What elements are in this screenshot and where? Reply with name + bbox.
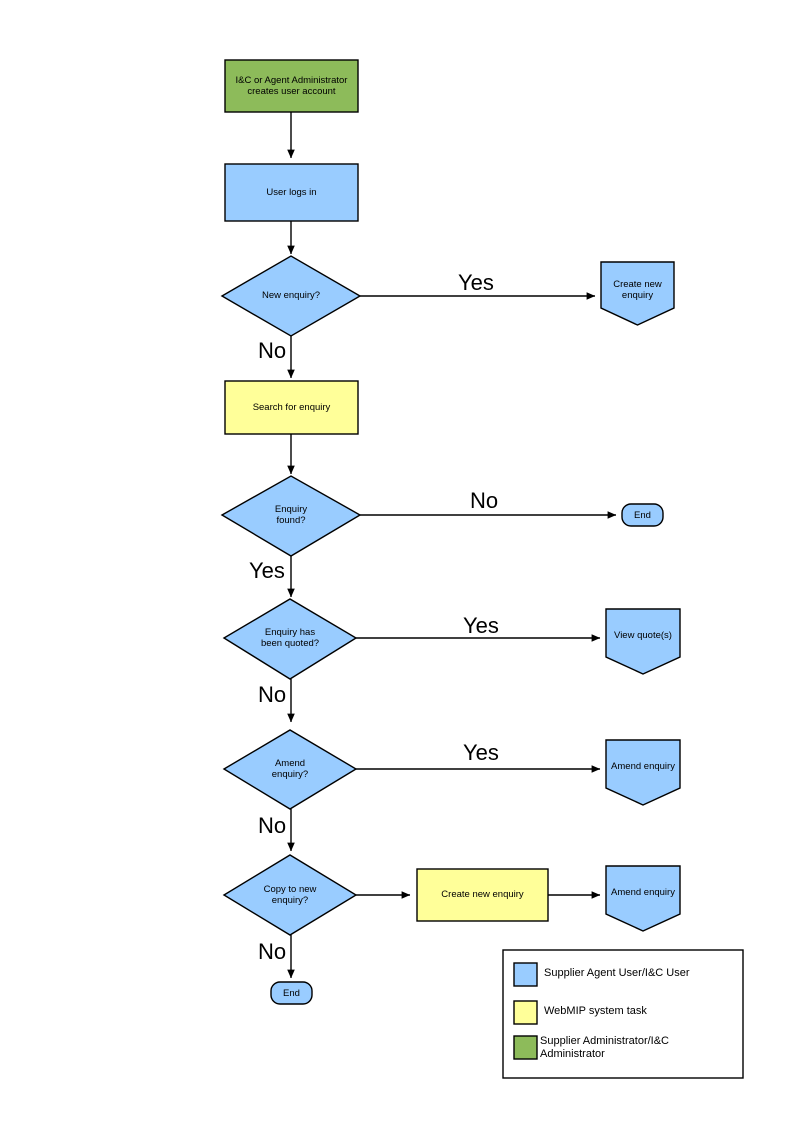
- node-amend-enquiry-decision[interactable]: [222, 729, 358, 810]
- legend-swatch-admin: [513, 1035, 538, 1060]
- node-search-for-enquiry[interactable]: [224, 380, 359, 435]
- node-end-terminator-final-label: End: [283, 987, 300, 999]
- node-user-logs-in[interactable]: [224, 163, 359, 222]
- branch-label-enquiry-found-yes: Yes: [249, 558, 285, 583]
- node-amend-enquiry-action[interactable]: [605, 739, 681, 806]
- legend-swatch-user: [513, 962, 538, 987]
- legend-item-label-system: WebMIP system task: [544, 1005, 647, 1017]
- branch-label-new-enquiry-yes: Yes: [458, 270, 494, 295]
- legend-box: [502, 949, 744, 1079]
- branch-label-enquiry-found-no: No: [470, 488, 499, 513]
- branch-label-amend-enquiry-no: No: [258, 813, 287, 838]
- branch-label-copy-to-new-no: No: [258, 939, 287, 964]
- node-create-new-enquiry-top[interactable]: [600, 261, 675, 326]
- connectors: [287, 112, 617, 979]
- legend-item-label-user: Supplier Agent User/I&C User: [544, 967, 690, 979]
- node-end-terminator-final[interactable]: [270, 981, 313, 1005]
- node-create-user-account[interactable]: [224, 59, 359, 113]
- node-view-quotes[interactable]: [605, 608, 681, 675]
- branch-label-amend-enquiry-yes: Yes: [463, 740, 499, 765]
- node-create-new-enquiry-bottom[interactable]: [416, 868, 549, 922]
- node-amend-enquiry-action-2[interactable]: [605, 865, 681, 932]
- branch-label-enquiry-quoted-no: No: [258, 682, 287, 707]
- legend-swatch-system: [513, 1000, 538, 1025]
- node-end-terminator-found-label: End: [634, 509, 651, 521]
- node-enquiry-quoted-decision[interactable]: [222, 598, 358, 680]
- node-enquiry-found-decision[interactable]: [220, 475, 362, 557]
- legend-item-label-admin: Supplier Administrator/I&C Administrator: [540, 1035, 669, 1061]
- node-end-terminator-found[interactable]: [621, 503, 664, 527]
- node-new-enquiry-decision[interactable]: [220, 255, 362, 337]
- branch-label-new-enquiry-no: No: [258, 338, 287, 363]
- node-copy-to-new-enquiry-decision[interactable]: [222, 854, 358, 936]
- branch-label-enquiry-quoted-yes: Yes: [463, 613, 499, 638]
